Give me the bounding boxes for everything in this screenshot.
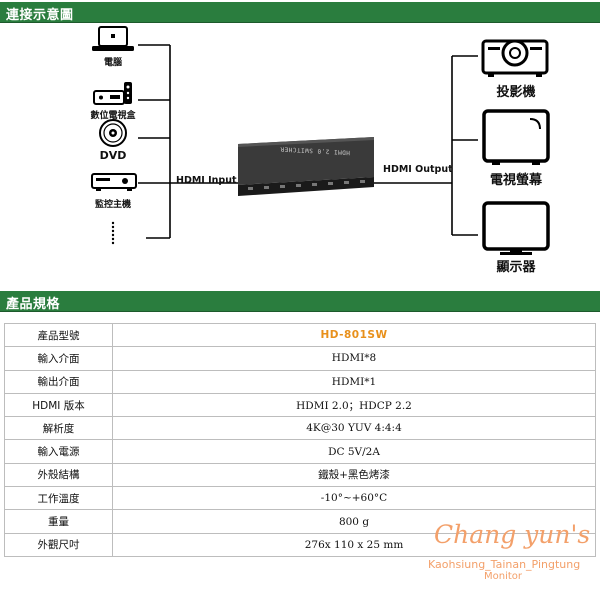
projector-icon	[481, 39, 549, 77]
hdmi-output-label: HDMI Output	[383, 164, 453, 175]
section-header-connection: 連接示意圖	[0, 2, 600, 23]
output-label-monitor: 顯示器	[496, 260, 536, 275]
table-row: 輸出介面 HDMI*1	[4, 369, 596, 394]
spec-value: 800 g	[112, 509, 596, 534]
spec-value: -10°~+60°C	[112, 486, 596, 511]
spec-key: 工作溫度	[4, 486, 113, 511]
input-label-computer: 電腦	[103, 58, 122, 68]
monitor-icon	[482, 201, 550, 255]
set-top-box-icon	[93, 82, 132, 105]
hdmi-input-label: HDMI Input	[176, 175, 237, 186]
table-row: HDMI 版本 HDMI 2.0；HDCP 2.2	[4, 392, 596, 418]
watermark-category: Monitor	[484, 571, 523, 582]
table-row: 重量 800 g	[4, 509, 596, 534]
table-row: 解析度 4K@30 YUV 4:4:4	[4, 416, 596, 441]
hdmi-switcher-device	[238, 137, 374, 196]
watermark-brand: Chang yun's	[434, 520, 591, 549]
spec-key: 外觀尺吋	[4, 532, 113, 557]
table-row: 輸入介面 HDMI*8	[4, 346, 596, 371]
table-row: 外殼結構 鐵殼+黑色烤漆	[4, 462, 596, 488]
table-row: 產品型號 HD-801SW	[4, 322, 596, 348]
spec-value: 4K@30 YUV 4:4:4	[112, 416, 596, 441]
dvd-disc-icon	[99, 119, 127, 147]
watermark: Chang yun's Kaohsiung_Tainan_Pingtung Mo…	[424, 520, 600, 598]
spec-key: 解析度	[4, 416, 113, 441]
dvr-icon	[91, 173, 137, 191]
spec-table: 產品型號 HD-801SW 輸入介面 HDMI*8 輸出介面 HDMI*1 HD…	[4, 322, 596, 557]
spec-key: 輸入電源	[4, 439, 113, 464]
spec-key: 外殼結構	[4, 462, 113, 488]
section-title: 連接示意圖	[6, 8, 74, 23]
spec-value: 276x 110 x 25 mm	[112, 532, 596, 557]
more-dots-icon	[111, 221, 115, 245]
table-row: 輸入電源 DC 5V/2A	[4, 439, 596, 464]
spec-value: DC 5V/2A	[112, 439, 596, 464]
spec-value-model: HD-801SW	[112, 322, 596, 348]
input-label-dvr: 監控主機	[94, 200, 131, 210]
spec-key: 輸入介面	[4, 346, 113, 371]
watermark-region: Kaohsiung_Tainan_Pingtung	[428, 558, 581, 571]
section-header-specs: 產品規格	[0, 291, 600, 312]
spec-value: HDMI*8	[112, 346, 596, 371]
laptop-icon	[92, 26, 134, 51]
connection-diagram: HDMI 2.0 SWITCHER 電腦 數位電視盒 DVD 監控主機 HDMI…	[0, 23, 600, 288]
input-label-dvd: DVD	[99, 149, 127, 162]
spec-value: 鐵殼+黑色烤漆	[112, 462, 596, 488]
section-title: 產品規格	[6, 297, 61, 312]
table-row: 工作溫度 -10°~+60°C	[4, 486, 596, 511]
diagram-lines	[91, 26, 550, 255]
spec-value: HDMI*1	[112, 369, 596, 394]
spec-key: HDMI 版本	[4, 392, 113, 418]
spec-key: 輸出介面	[4, 369, 113, 394]
input-label-settopbox: 數位電視盒	[90, 111, 136, 121]
output-label-projector: 投影機	[496, 85, 536, 100]
output-label-tv: 電視螢幕	[489, 173, 542, 188]
spec-key: 重量	[4, 509, 113, 534]
table-row: 外觀尺吋 276x 110 x 25 mm	[4, 532, 596, 557]
spec-key: 產品型號	[4, 322, 113, 348]
tv-icon	[482, 109, 550, 165]
spec-value: HDMI 2.0；HDCP 2.2	[112, 392, 596, 418]
